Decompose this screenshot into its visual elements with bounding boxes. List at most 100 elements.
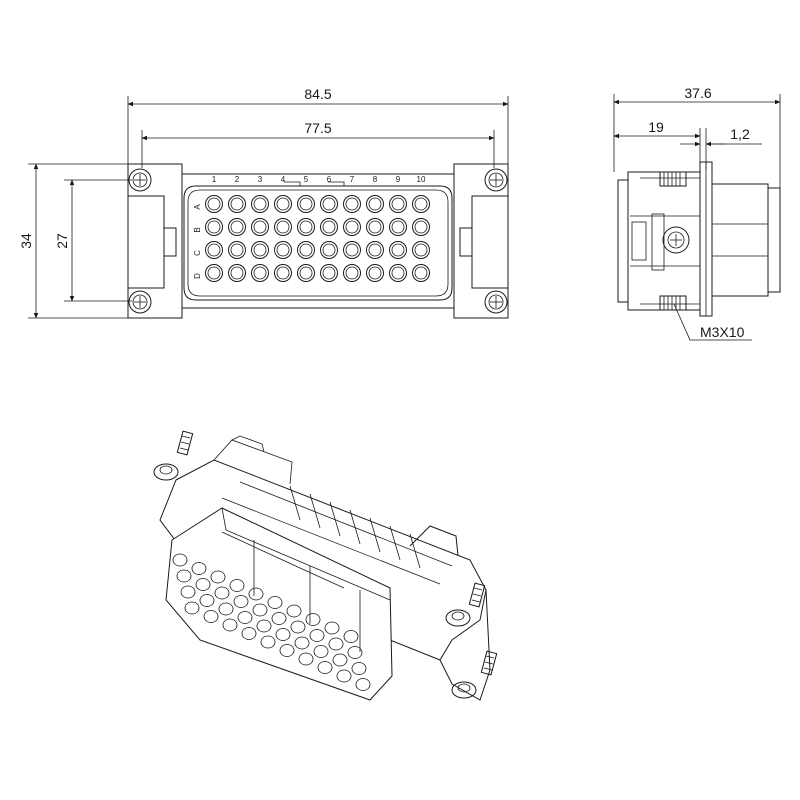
iso-pin — [203, 610, 219, 623]
pin-A2 — [228, 195, 246, 213]
pin-A3 — [251, 195, 269, 213]
pin-B10 — [412, 218, 430, 236]
pin-C2 — [228, 241, 246, 259]
iso-pin — [328, 637, 344, 651]
pin-B9 — [389, 218, 407, 236]
pin-D2 — [228, 264, 246, 282]
pin-column-label: 2 — [235, 175, 240, 184]
iso-pin — [199, 594, 215, 607]
iso-pin — [233, 595, 249, 608]
pin-C5 — [297, 241, 315, 259]
iso-screw-top-left — [153, 430, 194, 481]
pin-C4 — [274, 241, 292, 259]
pin-column-label: 4 — [281, 175, 286, 184]
side-center-screw — [662, 226, 690, 254]
iso-pin — [214, 586, 230, 600]
pin-C7 — [343, 241, 361, 259]
iso-pin — [237, 611, 253, 624]
iso-pin — [332, 653, 348, 667]
iso-pin — [347, 646, 363, 659]
iso-pin — [176, 569, 192, 583]
dim-overall-width: 84.5 — [304, 86, 331, 102]
iso-pin — [241, 627, 257, 640]
front-view: 84.5 77.5 34 27 — [18, 86, 509, 319]
pin-A10 — [412, 195, 430, 213]
iso-screw-right-top — [445, 582, 486, 627]
iso-pin — [298, 652, 314, 666]
pin-row-label: B — [193, 227, 202, 232]
iso-pin — [218, 602, 234, 616]
pin-B1 — [205, 218, 223, 236]
iso-pin — [252, 603, 268, 617]
pin-D3 — [251, 264, 269, 282]
pin-grid — [205, 195, 430, 282]
side-screw-top — [659, 171, 687, 187]
pin-D8 — [366, 264, 384, 282]
iso-pin — [336, 669, 352, 683]
pin-D10 — [412, 264, 430, 282]
pin-row-label: A — [193, 204, 202, 210]
pin-B3 — [251, 218, 269, 236]
iso-pin — [343, 630, 359, 643]
iso-pin — [260, 635, 276, 649]
pin-A4 — [274, 195, 292, 213]
pin-A6 — [320, 195, 338, 213]
pin-A7 — [343, 195, 361, 213]
pin-column-label: 10 — [417, 175, 426, 184]
iso-pin — [191, 562, 207, 575]
pin-D4 — [274, 264, 292, 282]
pin-D5 — [297, 264, 315, 282]
side-view: 37.6 19 1,2 — [613, 85, 781, 341]
pin-B7 — [343, 218, 361, 236]
iso-pin — [355, 678, 371, 691]
iso-pin — [290, 620, 306, 634]
iso-pin — [229, 579, 245, 592]
pin-B6 — [320, 218, 338, 236]
screw-top-right — [484, 168, 508, 192]
pin-A5 — [297, 195, 315, 213]
dim-inner-height: 27 — [54, 233, 70, 249]
dim-overall-height: 34 — [18, 233, 34, 249]
screw-top-left — [128, 168, 152, 192]
iso-pin — [256, 619, 272, 633]
pin-C8 — [366, 241, 384, 259]
pin-C10 — [412, 241, 430, 259]
iso-screw-right-bottom — [451, 650, 498, 699]
pin-D7 — [343, 264, 361, 282]
pin-column-label: 9 — [396, 175, 401, 184]
iso-pin — [271, 612, 287, 625]
pin-D1 — [205, 264, 223, 282]
iso-pin — [309, 629, 325, 642]
pin-column-label: 8 — [373, 175, 378, 184]
pin-column-label: 5 — [304, 175, 309, 184]
iso-pin — [351, 662, 367, 675]
pin-A1 — [205, 195, 223, 213]
iso-pin — [313, 645, 329, 658]
pin-B8 — [366, 218, 384, 236]
iso-pin-face — [172, 553, 371, 691]
dim-side-thickness: 1,2 — [730, 126, 750, 142]
pin-column-label: 3 — [258, 175, 263, 184]
iso-pin — [248, 587, 264, 601]
pin-C1 — [205, 241, 223, 259]
side-screw-bottom — [659, 295, 687, 311]
iso-pin — [275, 628, 291, 641]
iso-pin — [184, 601, 200, 615]
pin-C9 — [389, 241, 407, 259]
pin-column-label: 6 — [327, 175, 332, 184]
iso-pin — [279, 644, 295, 657]
iso-pin — [317, 661, 333, 674]
iso-pin — [172, 553, 188, 567]
pin-column-label: 7 — [350, 175, 355, 184]
dim-inner-width: 77.5 — [304, 120, 331, 136]
pin-A9 — [389, 195, 407, 213]
iso-pin — [286, 604, 302, 618]
pin-B4 — [274, 218, 292, 236]
pin-B2 — [228, 218, 246, 236]
pin-C3 — [251, 241, 269, 259]
pin-D6 — [320, 264, 338, 282]
pin-row-label: C — [193, 250, 202, 256]
